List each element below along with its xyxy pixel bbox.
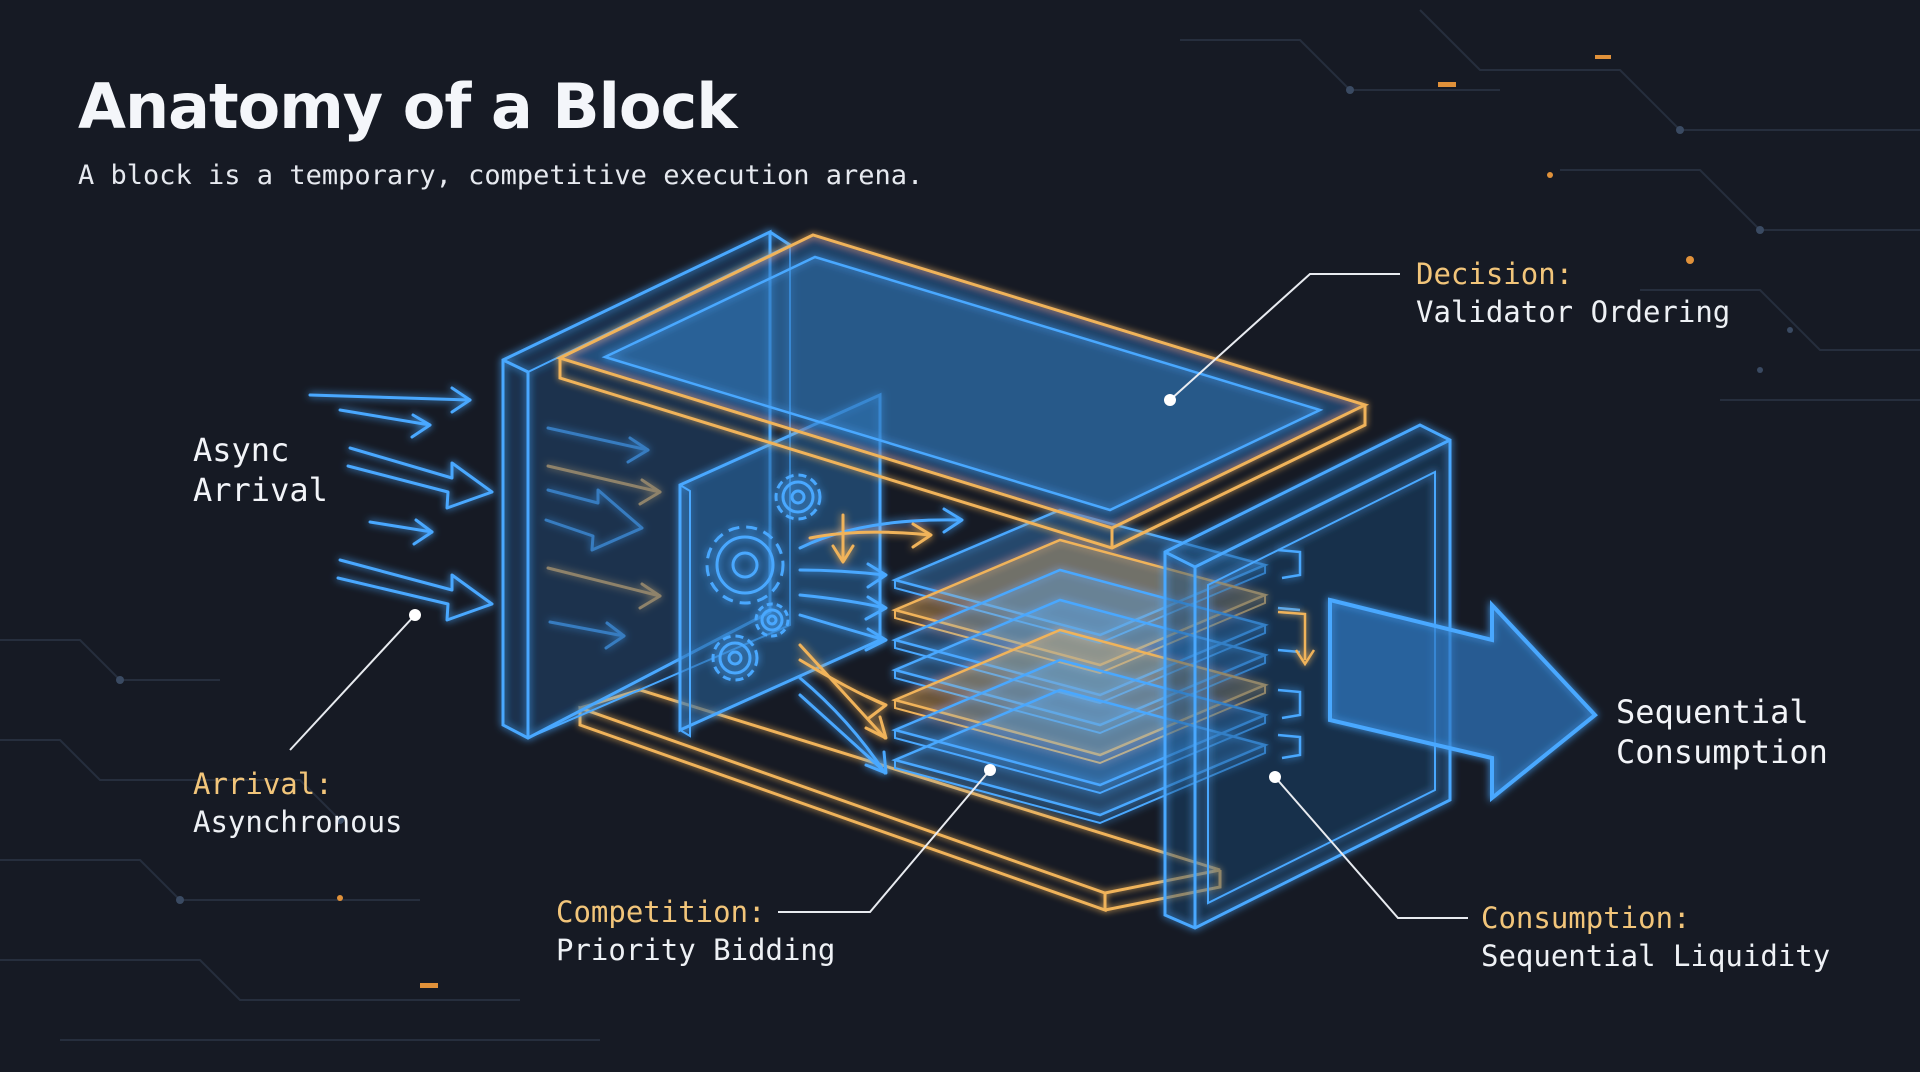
page-title: Anatomy of a Block	[78, 70, 736, 143]
label-async-arrival: Async Arrival	[193, 430, 328, 510]
label-sequential-consumption: Sequential Consumption	[1616, 692, 1828, 772]
label-decision: Decision: Validator Ordering	[1416, 255, 1730, 331]
label-arrival: Arrival: Asynchronous	[193, 765, 403, 841]
page-subtitle: A block is a temporary, competitive exec…	[78, 160, 923, 191]
label-competition: Competition: Priority Bidding	[556, 893, 835, 969]
label-consumption: Consumption: Sequential Liquidity	[1481, 899, 1830, 975]
